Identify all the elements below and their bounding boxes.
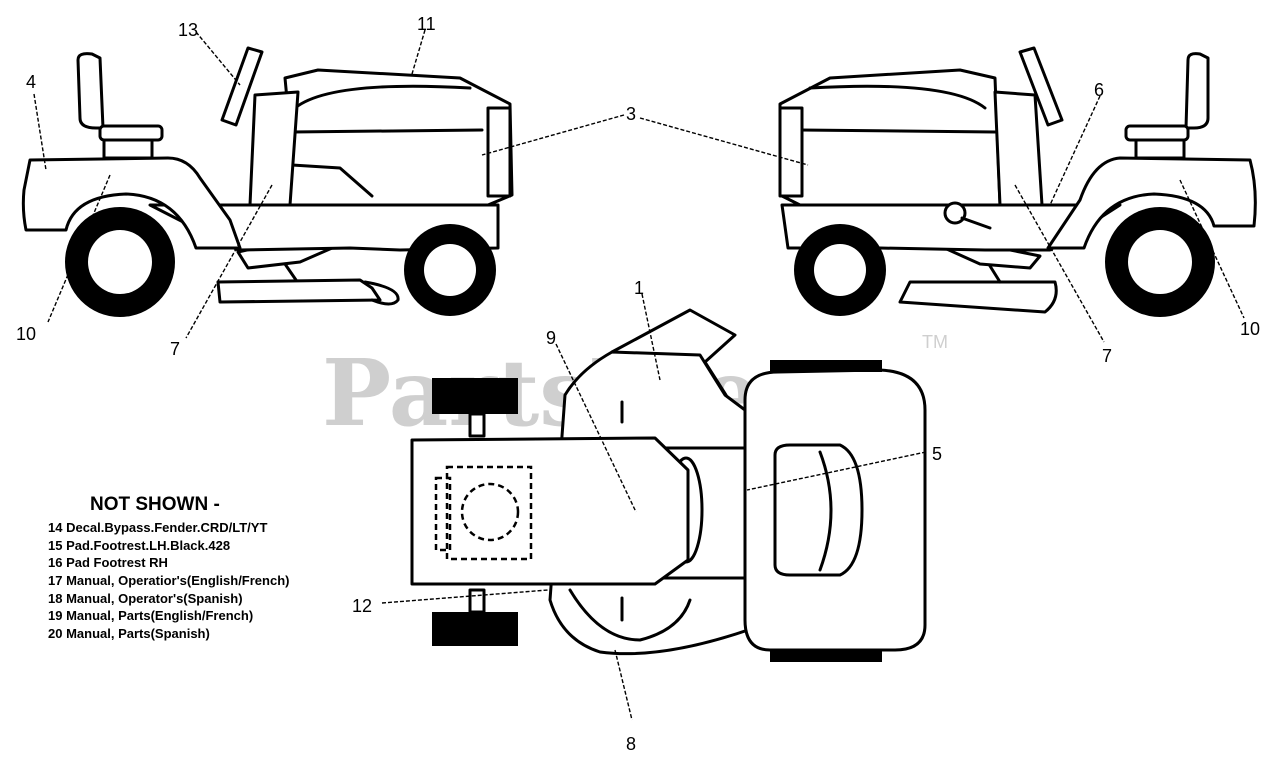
not-shown-item: 16 Pad Footrest RH (48, 555, 168, 570)
hood-crease-right (798, 128, 997, 134)
rear-hub-left (88, 230, 152, 294)
seat-cushion-left (98, 124, 164, 142)
callout-11: 11 (417, 14, 436, 34)
top-view (410, 308, 927, 662)
callout-12: 12 (352, 596, 372, 616)
callout-4: 4 (26, 72, 36, 92)
lever-shaft-right (960, 216, 992, 230)
callout-8: 8 (626, 734, 636, 754)
not-shown-item: 18 Manual, Operator's(Spanish) (48, 591, 243, 606)
grille-left (486, 106, 512, 198)
front-hub-right (814, 244, 866, 296)
leader-lines (33, 29, 1245, 721)
callout-10-left: 10 (16, 324, 36, 344)
axle-top-lower (468, 588, 486, 614)
seat-base-right (1134, 138, 1186, 160)
not-shown-item: 14 Decal.Bypass.Fender.CRD/LT/YT (48, 520, 267, 535)
rear-tire-top-upper (432, 378, 518, 414)
front-hub-left (424, 244, 476, 296)
not-shown-item: 19 Manual, Parts(English/French) (48, 608, 253, 623)
left-side-view (21, 46, 514, 317)
watermark-trademark: TM (922, 332, 948, 352)
hood-panel-curve (818, 450, 833, 572)
deck-curve-top (568, 588, 692, 642)
right-side-view (778, 46, 1257, 317)
seat-hole-top (460, 482, 520, 542)
callout-13: 13 (178, 20, 198, 40)
callout-7-right: 7 (1102, 346, 1112, 366)
steering-wheel-left (220, 46, 264, 127)
rear-tire-top-lower (432, 612, 518, 646)
rear-fender-right (1046, 156, 1257, 250)
hood-line-right (808, 84, 987, 110)
callout-3: 3 (626, 104, 636, 124)
seat-back-left (76, 52, 105, 130)
seat-back-right (1184, 52, 1210, 130)
deck-chute-left (363, 280, 400, 306)
not-shown-list: NOT SHOWN - 14 Decal.Bypass.Fender.CRD/L… (48, 494, 289, 641)
footrest-link-left (283, 262, 298, 282)
steering-wheel-right (1018, 46, 1064, 127)
front-tire-top-lower (770, 650, 882, 662)
dash-right (993, 90, 1044, 207)
hood-lower-left (290, 163, 374, 198)
mower-deck-right (898, 280, 1058, 314)
rear-hub-right (1128, 230, 1192, 294)
callout-labels: 13 11 4 3 10 7 6 10 7 1 9 5 12 8 (16, 14, 1260, 754)
callout-7-left: 7 (170, 339, 180, 359)
hood-left (283, 68, 514, 207)
fender-top (410, 436, 690, 586)
lever-knob-right (943, 201, 967, 225)
rear-fender-left (21, 156, 242, 250)
not-shown-title: NOT SHOWN - (90, 494, 220, 515)
not-shown-item: 17 Manual, Operatior's(English/French) (48, 573, 289, 588)
callout-1: 1 (634, 278, 644, 298)
axle-top-upper (468, 412, 486, 438)
grille-right (778, 106, 804, 198)
hood-panel-top (773, 443, 864, 577)
callout-10-right: 10 (1240, 319, 1260, 339)
seat-base-left (102, 138, 154, 160)
not-shown-item: 15 Pad.Footrest.LH.Black.428 (48, 538, 230, 553)
callout-5: 5 (932, 444, 942, 464)
front-tire-top-upper (770, 360, 882, 372)
hood-right (778, 68, 1002, 207)
mower-deck-left (216, 278, 382, 304)
hood-crease-left (290, 128, 484, 134)
callout-9: 9 (546, 328, 556, 348)
dash-left (248, 90, 300, 207)
not-shown-item: 20 Manual, Parts(Spanish) (48, 626, 210, 641)
hood-line-left (293, 84, 472, 110)
footrest-link-right (988, 264, 1002, 284)
seat-cushion-right (1124, 124, 1190, 142)
seat-back-top (434, 476, 452, 552)
callout-6: 6 (1094, 80, 1104, 100)
seat-outline-top (445, 465, 533, 561)
